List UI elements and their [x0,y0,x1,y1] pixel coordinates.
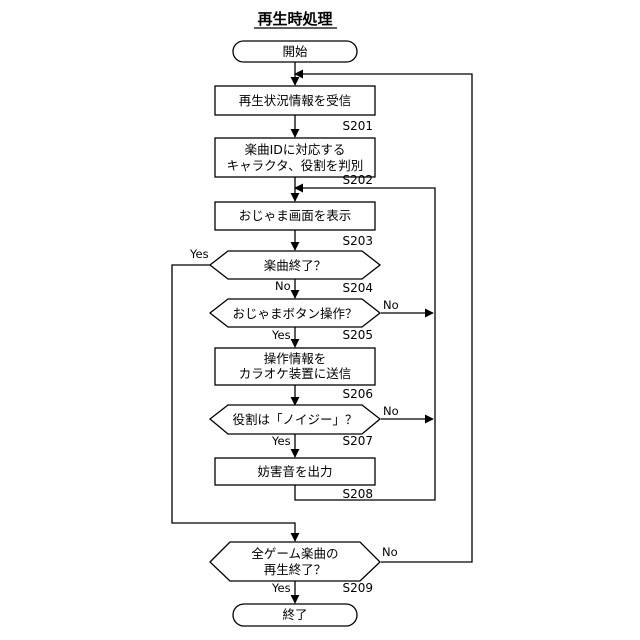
song-end-yes-label: Yes [189,247,209,261]
role-noisy-yes-label: Yes [271,434,291,448]
output-label: 妨害音を出力 [257,464,332,479]
send-label-line2: カラオケ装置に送信 [239,366,352,381]
chart-title: 再生時処理 [257,10,332,28]
step-s203: S203 [342,234,373,248]
send-label-line1: 操作情報を [264,351,327,366]
all-end-no-label: No [382,545,398,559]
song-end-label: 楽曲終了？ [264,258,327,273]
step-s202: S202 [342,173,373,187]
step-s209: S209 [342,581,373,595]
step-s206: S206 [342,387,373,401]
end-label: 終了 [282,607,307,622]
button-op-label: おじゃまボタン操作？ [232,306,357,321]
step-s204: S204 [342,281,373,295]
all-end-label-line1: 全ゲーム楽曲の [251,546,338,561]
identify-label-line1: 楽曲IDに対応する [245,142,346,157]
all-end-label-line2: 再生終了？ [264,562,327,577]
button-op-yes-label: Yes [271,328,291,342]
step-s201: S201 [342,119,373,133]
receive-label: 再生状況情報を受信 [239,93,352,108]
display-label: おじゃま画面を表示 [239,208,352,223]
all-end-yes-label: Yes [271,581,291,595]
step-s207: S207 [342,434,373,448]
button-op-no-label: No [383,298,399,312]
song-end-no-label: No [275,279,291,293]
identify-label-line2: キャラクタ、役割を判別 [227,158,364,173]
step-s208: S208 [342,487,373,501]
role-noisy-no-label: No [383,404,399,418]
start-label: 開始 [282,44,308,59]
role-noisy-label: 役割は「ノイジー」？ [232,412,357,427]
step-s205: S205 [342,328,373,342]
